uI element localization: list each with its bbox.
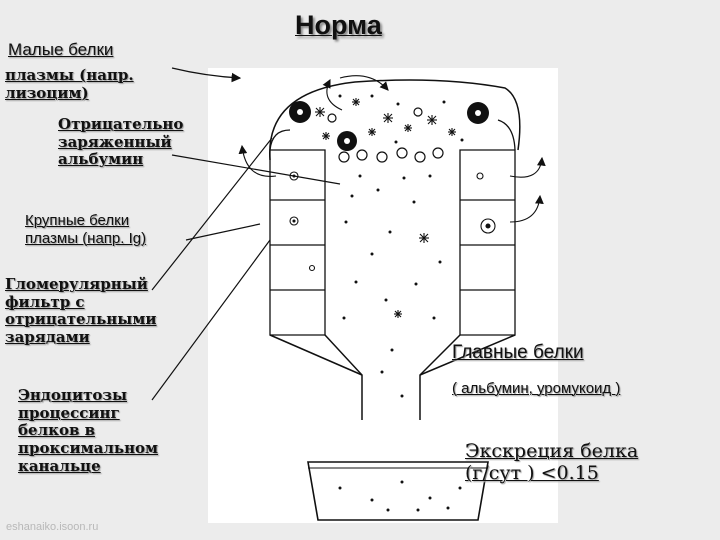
- small-protein-molecules: [315, 98, 456, 318]
- diagram-panel: [208, 68, 558, 523]
- negative-albumin-label: Отрицательно заряженный альбумин: [58, 115, 184, 169]
- leader-lines: [151, 67, 341, 401]
- large-protein-molecules: [289, 101, 489, 151]
- main-proteins-examples-label: ( альбумин, уромукоид ): [452, 380, 621, 397]
- main-proteins-label: Главные белки: [452, 342, 584, 363]
- slide-title: Норма: [295, 10, 382, 40]
- filtrate-dots: [338, 94, 464, 512]
- collecting-vessel: [307, 461, 489, 521]
- large-proteins-label: Крупные белки плазмы (напр. Ig): [25, 212, 147, 247]
- tubule-cell-nuclei: [289, 171, 496, 272]
- endocytosis-label: Эндоцитозы процессинг белков в проксимал…: [18, 386, 159, 475]
- watermark: eshanaiko.isoon.ru: [6, 521, 99, 533]
- protein-excretion-label: Экскреция белка (г/сут ) <0.15: [465, 440, 639, 485]
- albumin-molecules: [327, 107, 444, 163]
- reabsorption-arrows: [238, 75, 546, 223]
- left-tubule-wall: [269, 129, 326, 336]
- small-proteins-detail-label: плазмы (напр. лизоцим): [5, 66, 134, 102]
- capillary-outline: [269, 79, 521, 161]
- small-proteins-label: Малые белки: [8, 40, 114, 59]
- funnel: [269, 334, 516, 420]
- glomerular-filter-label: Гломерулярный фильтр с отрицательными за…: [5, 275, 157, 347]
